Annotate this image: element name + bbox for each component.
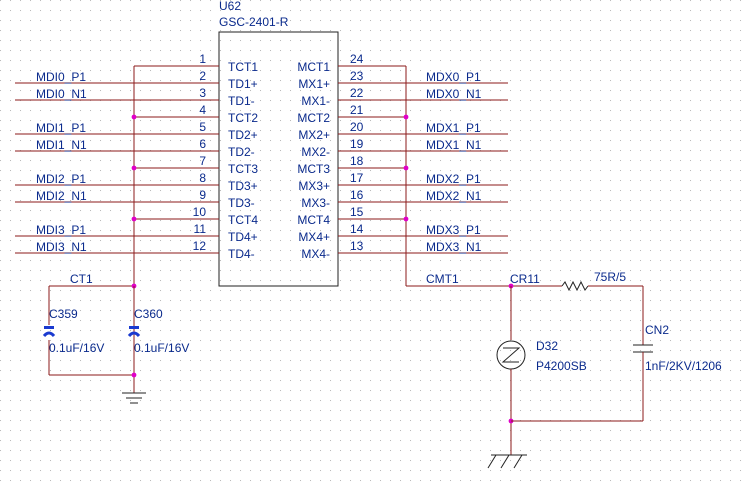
junction-dot xyxy=(403,216,409,222)
cn2-capacitor xyxy=(511,286,653,422)
pin-number: 8 xyxy=(199,171,206,185)
net-label: MDI3_P1 xyxy=(36,223,86,237)
c359-ref: C359 xyxy=(49,307,78,321)
pin-name: TCT4 xyxy=(228,213,258,227)
junction-dot xyxy=(403,165,409,171)
pin-number: 24 xyxy=(350,52,364,66)
d32-ref: D32 xyxy=(536,339,558,353)
pin-number: 2 xyxy=(199,69,206,83)
pin-number: 3 xyxy=(199,86,206,100)
pin-number: 6 xyxy=(199,137,206,151)
pin-name: TCT3 xyxy=(228,162,258,176)
pin-name: TD1- xyxy=(228,94,255,108)
pin-name: TD2+ xyxy=(228,128,258,142)
junction-dot xyxy=(131,114,137,120)
net-label: MDX1_N1 xyxy=(426,138,482,152)
pin-number: 15 xyxy=(350,205,364,219)
cr11-value: 75R/5 xyxy=(594,270,626,284)
pin-number: 22 xyxy=(350,86,364,100)
net-label: MDX2_N1 xyxy=(426,189,482,203)
net-label: MDI0_P1 xyxy=(36,70,86,84)
cmt1-bus xyxy=(338,65,562,289)
pin-number: 11 xyxy=(194,222,207,236)
pin-number: 20 xyxy=(350,120,364,134)
pin-name: MX2- xyxy=(301,145,330,159)
cr11-resistor xyxy=(561,280,643,292)
right-nets: MDX0_P1MDX0_N1MDX1_P1MDX1_N1MDX2_P1MDX2_… xyxy=(373,70,508,254)
pin-number: 18 xyxy=(350,154,364,168)
net-label: MDX0_P1 xyxy=(426,70,481,84)
net-label: MDI2_P1 xyxy=(36,172,86,186)
pin-number: 7 xyxy=(199,154,206,168)
cn2-ref: CN2 xyxy=(645,323,669,337)
junction-dot xyxy=(131,372,137,378)
u62-ref: U62 xyxy=(219,0,241,13)
ct1-label: CT1 xyxy=(70,272,93,286)
cn2-value: 1nF/2KV/1206 xyxy=(645,359,722,373)
chassis-ground-symbol xyxy=(487,454,527,469)
pin-name: MX1- xyxy=(301,94,330,108)
net-label: MDX1_P1 xyxy=(426,121,481,135)
pin-name: TD2- xyxy=(228,145,255,159)
u62-part: GSC-2401-R xyxy=(219,15,289,29)
pin-name: TD4+ xyxy=(228,230,258,244)
pin-name: MX3- xyxy=(301,196,330,210)
junction-dot xyxy=(131,165,137,171)
pin-number: 1 xyxy=(199,52,206,66)
pin-name: MX4+ xyxy=(298,230,330,244)
pin-number: 14 xyxy=(350,222,364,236)
pin-name: TD3- xyxy=(228,196,255,210)
u62-body xyxy=(218,31,339,287)
net-label: MDX2_P1 xyxy=(426,172,481,186)
left-nets: MDI0_P1MDI0_N1MDI1_P1MDI1_N1MDI2_P1MDI2_… xyxy=(15,70,184,254)
pin-number: 23 xyxy=(350,69,364,83)
net-label: MDI1_P1 xyxy=(36,121,86,135)
pin-name: MCT2 xyxy=(297,111,330,125)
pin-number: 10 xyxy=(193,205,207,219)
net-label: MDX0_N1 xyxy=(426,87,482,101)
cr11-ref: CR11 xyxy=(510,272,540,286)
c359-value: 0.1uF/16V xyxy=(49,341,104,355)
net-label: MDI1_N1 xyxy=(36,138,87,152)
c359-capacitor xyxy=(42,326,56,338)
pin-name: TCT2 xyxy=(228,111,258,125)
pin-number: 12 xyxy=(193,239,207,253)
c360-value: 0.1uF/16V xyxy=(134,341,189,355)
net-label: MDI3_N1 xyxy=(36,240,87,254)
pin-number: 17 xyxy=(350,171,364,185)
net-label: MDI2_N1 xyxy=(36,189,87,203)
net-label: MDX3_N1 xyxy=(426,240,482,254)
pin-name: TD1+ xyxy=(228,77,258,91)
junction-dot xyxy=(131,216,137,222)
net-label: MDX3_P1 xyxy=(426,223,481,237)
pin-number: 21 xyxy=(350,103,364,117)
d32-value: P4200SB xyxy=(536,359,587,373)
pin-name: MX4- xyxy=(301,247,330,261)
pin-name: MX3+ xyxy=(298,179,330,193)
c360-capacitor xyxy=(127,286,141,338)
net-label: MDI0_N1 xyxy=(36,87,87,101)
pin-number: 9 xyxy=(199,188,206,202)
pin-name: MCT3 xyxy=(297,162,330,176)
pin-name: MX1+ xyxy=(298,77,330,91)
junction-dot xyxy=(403,114,409,120)
cmt1-label: CMT1 xyxy=(426,272,459,286)
pin-number: 19 xyxy=(350,137,364,151)
pin-name: TD4- xyxy=(228,247,255,261)
pin-name: TD3+ xyxy=(228,179,258,193)
pin-number: 4 xyxy=(199,103,206,117)
pin-name: MCT1 xyxy=(297,60,330,74)
pin-number: 5 xyxy=(199,120,206,134)
pin-name: MX2+ xyxy=(298,128,330,142)
pin-name: TCT1 xyxy=(228,60,258,74)
c360-ref: C360 xyxy=(134,307,163,321)
pin-name: MCT4 xyxy=(297,213,330,227)
pin-number: 13 xyxy=(350,239,364,253)
pin-number: 16 xyxy=(350,188,364,202)
ground-symbol-left xyxy=(122,392,146,404)
